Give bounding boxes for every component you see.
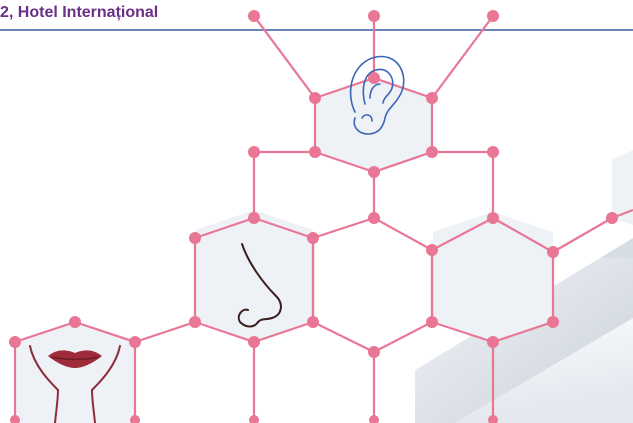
- hexagon-network-illustration: [0, 0, 633, 423]
